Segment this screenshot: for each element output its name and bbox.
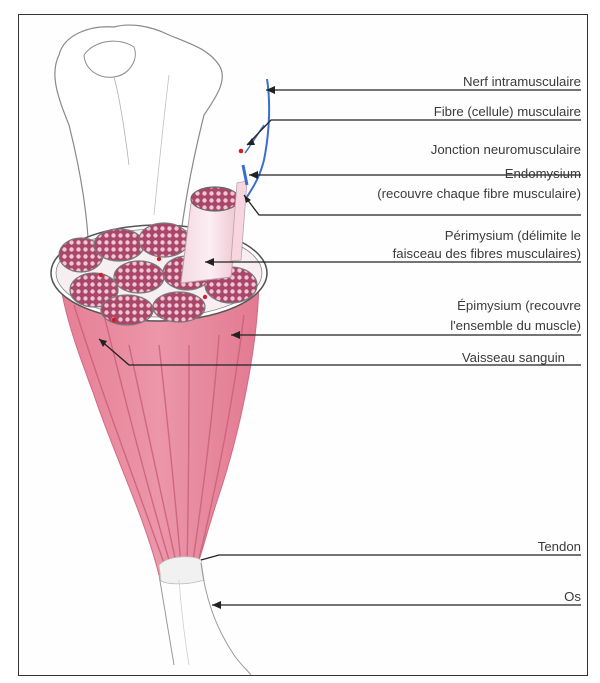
label-endomysium-line2: (recouvre chaque fibre musculaire) (377, 185, 581, 202)
label-endomysium-line1: Endomysium (505, 165, 581, 182)
label-tendon: Tendon (538, 538, 581, 555)
nerve (243, 79, 269, 197)
label-fibre-musculaire: Fibre (cellule) musculaire (434, 103, 581, 120)
label-perimysium-line2: faisceau des fibres musculaires) (393, 245, 581, 262)
label-os: Os (564, 588, 581, 605)
label-epimysium-line1: Épimysium (recouvre (457, 297, 581, 314)
label-perimysium-line1: Périmysium (délimite le (445, 227, 581, 244)
figure-frame: Nerf intramusculaire Fibre (cellule) mus… (18, 14, 588, 676)
label-vaisseau-sanguin: Vaisseau sanguin (462, 349, 565, 366)
fascicle (181, 187, 239, 283)
label-jonction-neuromusculaire: Jonction neuromusculaire (431, 141, 581, 158)
label-epimysium-line2: l'ensemble du muscle) (450, 317, 581, 334)
label-nerf-intramusculaire: Nerf intramusculaire (463, 73, 581, 90)
